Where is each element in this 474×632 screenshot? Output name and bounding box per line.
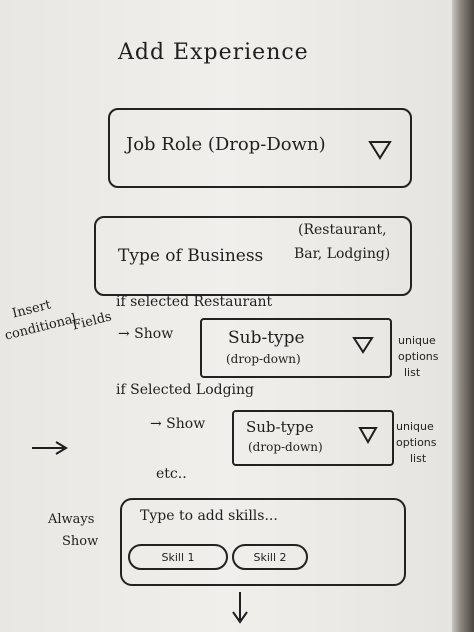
- subtype-2-sublabel: (drop-down): [248, 440, 323, 454]
- unique-1-line3: list: [404, 366, 421, 379]
- unique-1-line1: unique: [398, 334, 436, 347]
- always-show-line1: Always: [48, 512, 95, 527]
- business-label: Type of Business: [118, 246, 264, 266]
- show-label-2: → Show: [150, 416, 206, 432]
- page-title: Add Experience: [118, 40, 309, 65]
- arrow-down-icon: [232, 592, 248, 624]
- skill-chip[interactable]: Skill 2: [232, 544, 308, 570]
- arrow-right-icon: [32, 441, 68, 455]
- unique-1-line2: options: [398, 350, 439, 363]
- etc-label: etc..: [156, 466, 187, 482]
- lodging-condition: if Selected Lodging: [116, 382, 255, 398]
- subtype-dropdown-lodging[interactable]: Sub-type (drop-down): [232, 410, 394, 466]
- unique-2-line2: options: [396, 436, 437, 449]
- subtype-2-label: Sub-type: [246, 418, 314, 436]
- job-role-dropdown[interactable]: Job Role (Drop-Down): [108, 108, 412, 188]
- always-show-line2: Show: [62, 534, 99, 549]
- subtype-1-label: Sub-type: [228, 328, 305, 348]
- whiteboard-paper: [0, 0, 452, 632]
- subtype-dropdown-restaurant[interactable]: Sub-type (drop-down): [200, 318, 392, 378]
- subtype-1-sublabel: (drop-down): [226, 352, 301, 366]
- skills-input[interactable]: Type to add skills... Skill 1 Skill 2: [120, 498, 406, 586]
- triangle-down-icon: [352, 337, 374, 354]
- business-options-hint-2: Bar, Lodging): [294, 246, 391, 262]
- type-of-business-field[interactable]: Type of Business (Restaurant, Bar, Lodgi…: [94, 216, 412, 296]
- restaurant-condition: if selected Restaurant: [116, 294, 273, 310]
- show-label-1: → Show: [118, 326, 174, 342]
- skill-chip[interactable]: Skill 1: [128, 544, 228, 570]
- job-role-label: Job Role (Drop-Down): [126, 134, 326, 155]
- business-options-hint-1: (Restaurant,: [298, 222, 387, 238]
- triangle-down-icon: [358, 427, 378, 444]
- paper-edge: [452, 0, 474, 632]
- unique-2-line3: list: [410, 452, 427, 465]
- unique-2-line1: unique: [396, 420, 434, 433]
- triangle-down-icon: [368, 141, 392, 160]
- skills-placeholder: Type to add skills...: [140, 508, 278, 524]
